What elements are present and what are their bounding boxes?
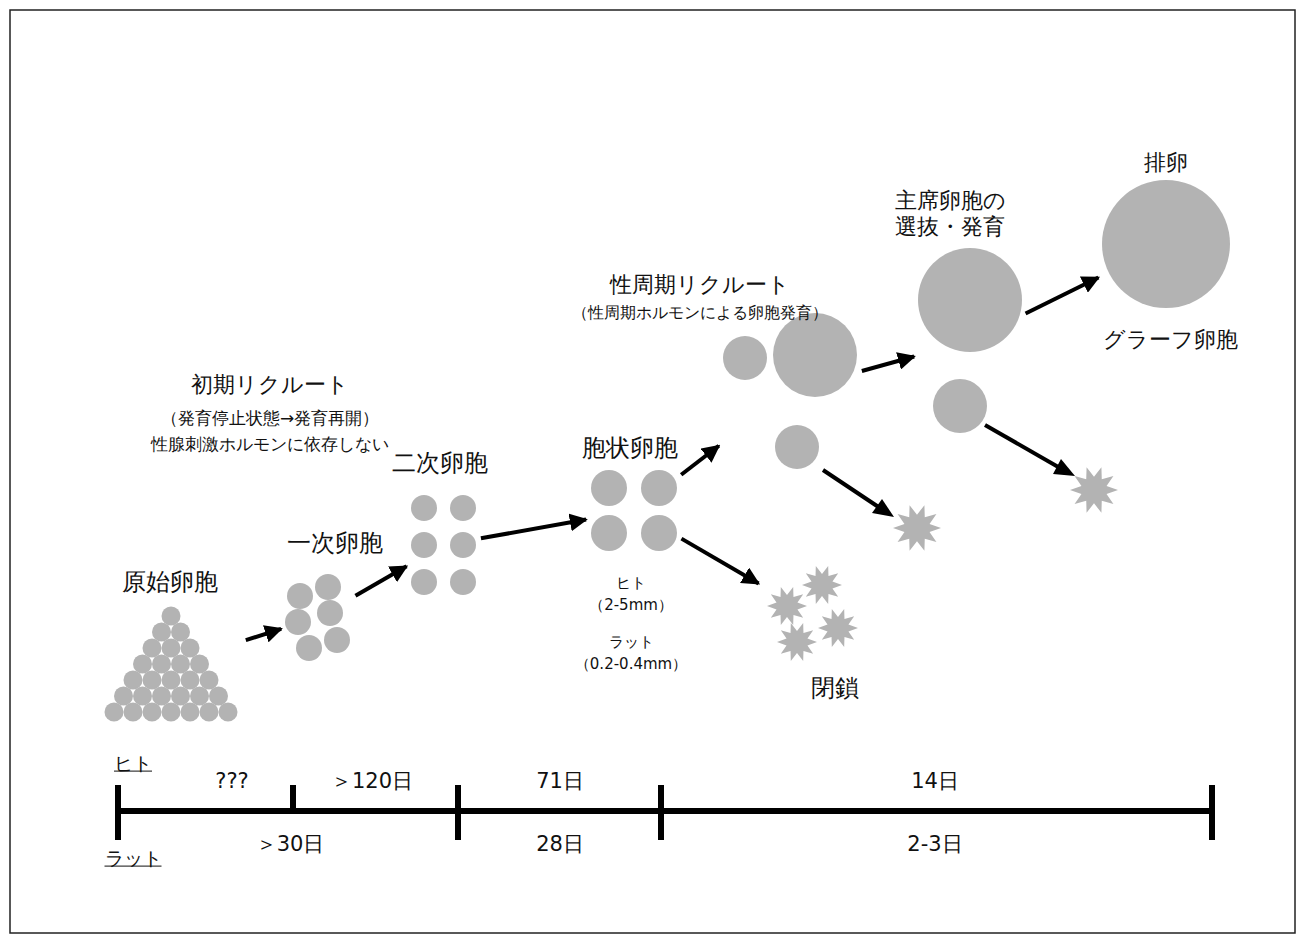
recruited-follicles bbox=[723, 313, 857, 469]
annotation-label: ヒト bbox=[114, 752, 152, 775]
annotation-label: ヒト bbox=[616, 574, 646, 592]
stage-label: 主席卵胞の 選抜・発育 bbox=[890, 188, 1010, 241]
follicle-stage: 主席卵胞の 選抜・発育 bbox=[918, 248, 1022, 434]
follicle-stage: 一次卵胞 bbox=[285, 572, 352, 662]
primordial-follicles bbox=[105, 607, 238, 722]
annotation-label: （0.2-0.4mm） bbox=[575, 655, 687, 673]
annotation-label: 初期リクルート bbox=[191, 372, 349, 398]
stage-sublabel: グラーフ卵胞 bbox=[1103, 327, 1238, 353]
stage-label: 一次卵胞 bbox=[287, 529, 383, 558]
stage-label: 胞状卵胞 bbox=[582, 434, 678, 463]
annotation-label: 71日 bbox=[536, 769, 584, 794]
annotation-label: ??? bbox=[215, 769, 248, 794]
atresia-arrows bbox=[823, 425, 1060, 508]
stage-label: 原始卵胞 bbox=[122, 568, 218, 597]
progression-arrow bbox=[681, 446, 719, 475]
annotation-label: ＞120日 bbox=[331, 769, 413, 794]
stage-label: 閉鎖 bbox=[811, 674, 859, 703]
dominant-follicle bbox=[918, 248, 1022, 433]
follicle-stage: 二次卵胞 bbox=[410, 494, 477, 596]
annotation-label: （2-5mm） bbox=[589, 596, 673, 614]
annotation-label: 28日 bbox=[536, 832, 584, 857]
stage-label: 二次卵胞 bbox=[392, 449, 488, 478]
timeline bbox=[118, 785, 1212, 840]
antral-follicles bbox=[591, 470, 677, 551]
progression-arrow bbox=[481, 520, 586, 539]
atresia-star bbox=[1070, 467, 1118, 513]
frame bbox=[10, 10, 1295, 933]
annotation-label: （発育停止状態→発育再開） bbox=[161, 408, 379, 428]
primary-follicles bbox=[285, 574, 350, 661]
stage-sublabel: （性周期ホルモンによる卵胞発育） bbox=[572, 303, 828, 322]
annotation-label: ラット bbox=[105, 847, 162, 870]
stage-label: 排卵 bbox=[1144, 150, 1188, 176]
annotation-label: 2-3日 bbox=[907, 832, 962, 857]
atresia-stars bbox=[767, 566, 858, 661]
follicle-stage: 排卵グラーフ卵胞 bbox=[1102, 180, 1230, 308]
annotation-label: 性腺刺激ホルモンに依存しない bbox=[151, 434, 389, 454]
follicle-stage: 性周期リクルート（性周期ホルモンによる卵胞発育） bbox=[722, 312, 858, 470]
graafian-follicle bbox=[1102, 180, 1230, 308]
atresia-star bbox=[893, 505, 941, 551]
atresia-arrowheads bbox=[872, 459, 1075, 517]
progression-arrow bbox=[681, 539, 758, 584]
progression-arrow bbox=[1026, 277, 1099, 313]
follicle-stage: 原始卵胞 bbox=[100, 605, 242, 723]
stage-label: 性周期リクルート bbox=[610, 272, 790, 298]
secondary-follicles bbox=[411, 495, 476, 595]
progression-arrow bbox=[246, 629, 281, 640]
progression-arrow bbox=[862, 357, 914, 372]
follicle-stage: 胞状卵胞 bbox=[590, 470, 678, 552]
annotation-label: ラット bbox=[609, 633, 654, 651]
progression-arrow bbox=[355, 566, 406, 595]
annotation-label: ＞30日 bbox=[256, 832, 325, 857]
follicle-stage: 閉鎖 bbox=[762, 563, 860, 665]
annotation-label: 14日 bbox=[911, 769, 959, 794]
